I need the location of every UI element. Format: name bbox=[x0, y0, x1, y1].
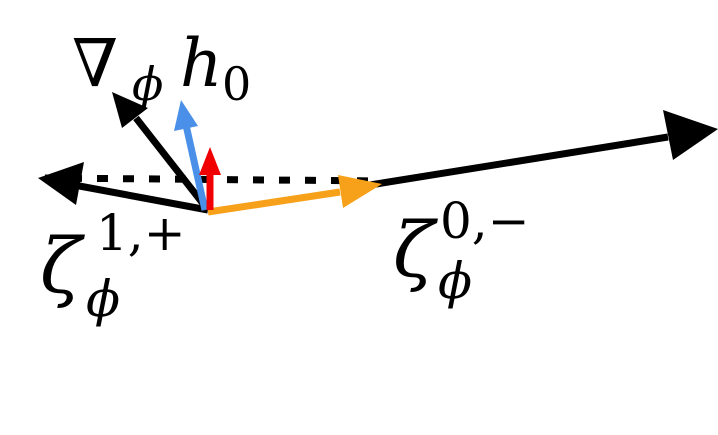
zeta-1-plus-shaft bbox=[73, 181, 209, 214]
gradient-h: h bbox=[180, 25, 223, 102]
zeta-0-minus-vector bbox=[369, 110, 718, 189]
orange-vector bbox=[207, 175, 382, 216]
gradient-subscript-phi: ϕ bbox=[132, 57, 163, 111]
gradient-label: ∇ ϕ h 0 bbox=[72, 25, 251, 111]
zeta-1-plus-arrowhead bbox=[38, 162, 84, 205]
gradient-shaft bbox=[133, 115, 211, 213]
zeta-left-subscript: ϕ bbox=[86, 270, 120, 328]
zeta-0-minus-arrowhead bbox=[663, 110, 718, 160]
orange-arrowhead bbox=[338, 175, 382, 208]
blue-arrowhead bbox=[174, 100, 198, 131]
blue-shaft bbox=[182, 124, 209, 211]
zeta-left-label: ζ 1,+ ϕ bbox=[40, 204, 186, 328]
red-arrowhead bbox=[199, 147, 221, 175]
zeta-right-superscript: 0,− bbox=[440, 192, 530, 250]
nabla-symbol: ∇ bbox=[72, 25, 118, 102]
gradient-vector bbox=[112, 92, 211, 213]
gradient-h-subscript: 0 bbox=[222, 57, 251, 111]
zeta-0-minus-shaft bbox=[369, 133, 669, 189]
blue-vector bbox=[174, 100, 209, 211]
zeta-right-symbol: ζ bbox=[393, 205, 438, 294]
zeta-left-superscript: 1,+ bbox=[96, 204, 186, 262]
orange-shaft bbox=[207, 188, 341, 216]
zeta-right-subscript: ϕ bbox=[438, 252, 472, 310]
gradient-arrowhead bbox=[112, 92, 148, 128]
zeta-right-label: ζ 0,− ϕ bbox=[393, 192, 530, 310]
zeta-left-symbol: ζ bbox=[40, 221, 85, 310]
dotted-connector-line bbox=[44, 174, 384, 185]
zeta-1-plus-vector bbox=[38, 162, 209, 214]
red-vector bbox=[199, 147, 221, 210]
